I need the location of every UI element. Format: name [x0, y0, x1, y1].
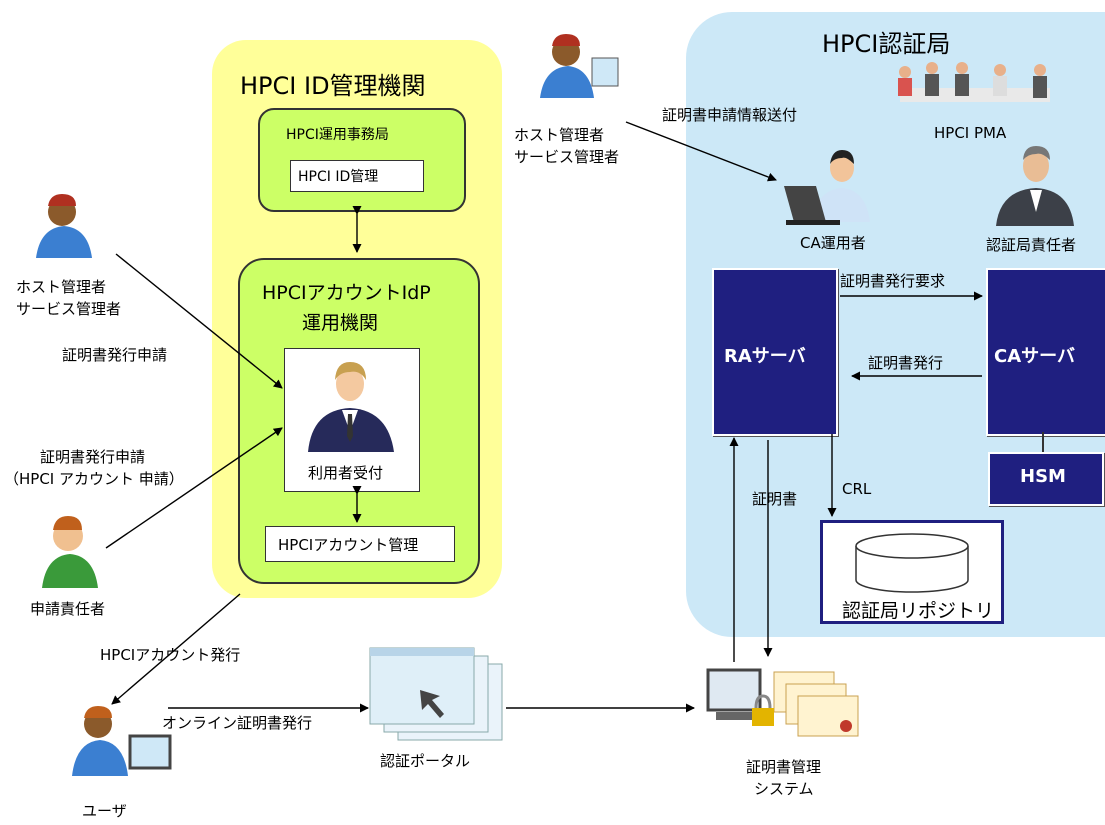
user-reception-label: 利用者受付: [308, 464, 384, 482]
online-issue-label: オンライン証明書発行: [162, 714, 313, 732]
user-label: ユーザ: [82, 802, 127, 820]
cert-issue-apply2-label-1: 証明書発行申請: [40, 448, 146, 466]
ca-title: HPCI認証局: [822, 30, 951, 58]
hpci-id-management-box: [290, 160, 424, 192]
id-org-title: HPCI ID管理機関: [240, 72, 426, 100]
cert-issue-apply-label: 証明書発行申請: [62, 346, 168, 364]
ca-operator-label: CA運用者: [800, 234, 866, 252]
hsm-box: [988, 452, 1104, 506]
hpci-account-management-label: HPCIアカウント管理: [278, 536, 419, 554]
host-admin-top-label-2: サービス管理者: [514, 148, 620, 166]
host-admin-left-label-1: ホスト管理者: [16, 278, 107, 296]
operations-office-label: HPCI運用事務局: [286, 127, 389, 143]
cert-label: 証明書: [752, 490, 798, 508]
ra-server-label: RAサーバ: [724, 346, 806, 367]
idp-operator-title-line2: 運用機関: [302, 312, 379, 334]
issue-request-label: 証明書発行要求: [840, 272, 946, 290]
hpci-account-management-box: [265, 526, 455, 562]
ca-hsm-connector: [1042, 432, 1044, 452]
portal-label: 認証ポータル: [380, 752, 471, 770]
ca-server: [986, 268, 1105, 436]
host-admin-left-label-2: サービス管理者: [16, 300, 122, 318]
crl-label: CRL: [842, 480, 872, 498]
cert-issue-apply2-label-2: （HPCI アカウント 申請）: [4, 470, 184, 488]
applicant-responsible-label: 申請責任者: [30, 600, 106, 618]
hpci-id-management-label: HPCI ID管理: [298, 169, 379, 185]
idp-operator-title-line1: HPCIアカウントIdP: [262, 282, 431, 304]
hsm-label: HSM: [1020, 466, 1066, 487]
cms-label-1: 証明書管理: [746, 758, 822, 776]
cert-request-info-label: 証明書申請情報送付: [662, 106, 798, 124]
account-issue-label: HPCIアカウント発行: [100, 646, 241, 664]
repository-label: 認証局リポジトリ: [842, 600, 995, 622]
ra-server: [712, 268, 838, 436]
ca-responsible-label: 認証局責任者: [986, 236, 1077, 254]
issue-label: 証明書発行: [868, 354, 944, 372]
cms-label-2: システム: [754, 780, 814, 798]
pma-label: HPCI PMA: [934, 124, 1007, 142]
host-admin-top-label-1: ホスト管理者: [514, 126, 605, 144]
ca-server-label: CAサーバ: [994, 346, 1075, 367]
